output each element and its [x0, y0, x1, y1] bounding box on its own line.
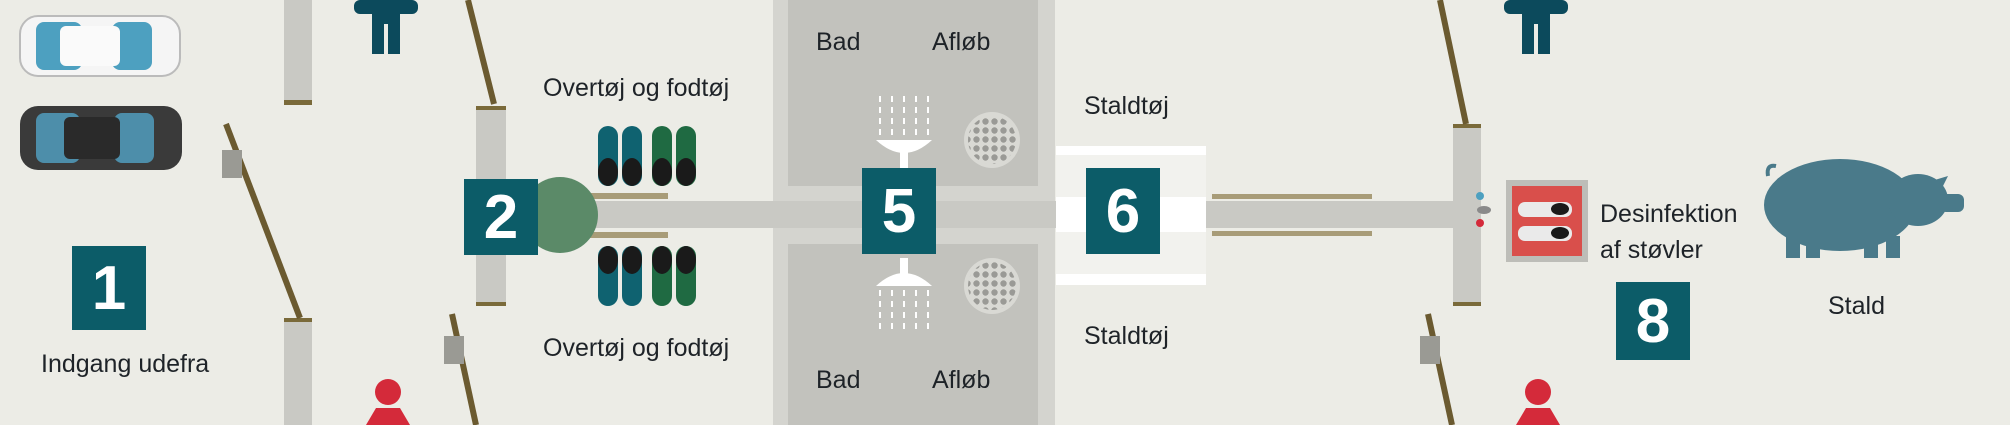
woman-icon — [366, 379, 410, 425]
bath-label-top: Bad — [816, 28, 861, 56]
zone-number-changing: 2 — [464, 179, 538, 255]
entrance-label: Indgang udefra — [41, 350, 210, 378]
disinfection-mat-icon — [1506, 180, 1588, 262]
bath-label-bottom: Bad — [816, 366, 861, 394]
drain-label-top: Afløb — [932, 28, 991, 56]
zone-number-entrance: 1 — [72, 246, 146, 330]
mat-icon — [522, 177, 598, 253]
shower-icon — [876, 96, 932, 168]
drain-icon — [964, 258, 1020, 314]
clothes-label-top: Overtøj og fodtøj — [543, 74, 730, 102]
boot-icon — [598, 246, 696, 306]
stable-label: Stald — [1828, 292, 1885, 320]
man-icon — [354, 0, 418, 54]
boot-icon — [598, 126, 696, 186]
benches — [552, 193, 1372, 238]
disinfection-dispenser-icon — [1476, 192, 1491, 227]
walls — [284, 0, 1481, 425]
zone-number-shower: 5 — [862, 168, 936, 254]
stable-clothes-label-bottom: Staldtøj — [1084, 322, 1169, 350]
car-icon — [20, 106, 182, 170]
zone-number-stable-clothes: 6 — [1086, 168, 1160, 254]
car-icon — [19, 15, 181, 77]
door-icon — [222, 0, 1469, 425]
zone-number-stable: 8 — [1616, 282, 1690, 360]
pig-icon — [1764, 159, 1964, 258]
shower-icon — [876, 258, 932, 330]
clothes-label-bottom: Overtøj og fodtøj — [543, 334, 730, 362]
boot-disinfection-label: Desinfektion af støvler — [1600, 200, 1738, 264]
drain-icon — [964, 112, 1020, 168]
woman-icon — [1516, 379, 1560, 425]
drain-label-bottom: Afløb — [932, 366, 991, 394]
stable-clothes-label-top: Staldtøj — [1084, 92, 1169, 120]
man-icon — [1504, 0, 1568, 54]
